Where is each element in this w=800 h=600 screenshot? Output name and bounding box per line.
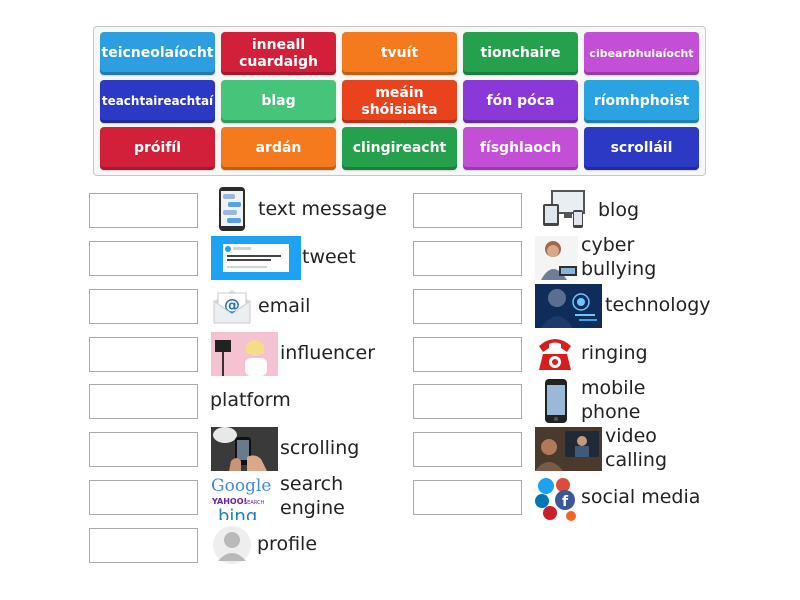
google-logo-text: Google xyxy=(211,476,271,496)
email-envelope-icon: @ xyxy=(212,287,252,325)
drop-box-search-engine[interactable] xyxy=(89,480,198,515)
drop-box-profile[interactable] xyxy=(89,528,198,563)
technology-photo-icon xyxy=(535,284,602,328)
label-ringing: ringing xyxy=(581,342,648,364)
phone-chat-icon xyxy=(215,186,249,232)
svg-text:@: @ xyxy=(224,295,240,314)
drop-box-cyber-bullying[interactable] xyxy=(413,241,522,276)
label-profile: profile xyxy=(257,533,318,555)
svg-text:f: f xyxy=(562,494,569,510)
label-blog: blog xyxy=(598,199,640,221)
label-video-calling: video calling xyxy=(605,425,668,471)
tile-proifil[interactable]: próifíl xyxy=(100,127,215,170)
tile-teicneolaiocht[interactable]: teicneolaíocht xyxy=(100,32,215,75)
tile-fon-poca[interactable]: fón póca xyxy=(463,80,578,123)
label-technology: technology xyxy=(605,294,711,316)
label-scrolling: scrolling xyxy=(280,437,360,459)
tile-clingireacht[interactable]: clingireacht xyxy=(342,127,457,170)
tile-blag[interactable]: blag xyxy=(221,80,336,123)
label-search-engine: search engine xyxy=(280,473,345,519)
drop-box-influencer[interactable] xyxy=(89,337,198,372)
tile-scrollail[interactable]: scrolláil xyxy=(584,127,699,170)
devices-icon xyxy=(541,186,589,230)
drop-box-tweet[interactable] xyxy=(89,241,198,276)
tile-inneall-cuardaigh[interactable]: inneall cuardaigh xyxy=(221,32,336,75)
tile-cibearbhulaiocht[interactable]: cibearbhulaíocht xyxy=(584,32,699,75)
drop-box-blog[interactable] xyxy=(413,193,522,228)
tile-teachtaireachtai[interactable]: teachtaireachtaí xyxy=(100,80,215,123)
answer-tile-tray: teicneolaíocht inneall cuardaigh tvuít t… xyxy=(93,26,706,176)
profile-avatar-icon xyxy=(213,525,251,565)
drop-box-video-calling[interactable] xyxy=(413,432,522,467)
label-social-media: social media xyxy=(581,486,701,508)
sad-person-icon xyxy=(535,236,578,280)
video-call-photo-icon xyxy=(535,427,602,471)
red-telephone-icon xyxy=(535,332,575,372)
bing-logo-text: bing xyxy=(218,506,257,520)
tile-tvuit[interactable]: tvuít xyxy=(342,32,457,75)
label-mobile-phone: mobile phone xyxy=(581,377,646,423)
tweet-screenshot-icon xyxy=(211,236,301,280)
label-email: email xyxy=(258,295,311,317)
tile-meain-shoisialta[interactable]: meáin shóisialta xyxy=(342,80,457,123)
drop-box-ringing[interactable] xyxy=(413,337,522,372)
scrolling-photo-icon xyxy=(211,427,278,471)
tile-tionchaire[interactable]: tionchaire xyxy=(463,32,578,75)
drop-box-mobile-phone[interactable] xyxy=(413,384,522,419)
yahoo-sub-text: SEARCH xyxy=(244,500,264,506)
label-platform: platform xyxy=(210,389,291,411)
drop-box-email[interactable] xyxy=(89,289,198,324)
label-text-message: text message xyxy=(258,198,387,220)
tile-riomhphoist[interactable]: ríomhphoist xyxy=(584,80,699,123)
mobile-phone-icon xyxy=(543,378,569,424)
tile-ardan[interactable]: ardán xyxy=(221,127,336,170)
drop-box-platform[interactable] xyxy=(89,384,198,419)
tile-fisghlaoch[interactable]: físghlaoch xyxy=(463,127,578,170)
search-engines-icon: Google YAHOO! SEARCH bing xyxy=(210,474,276,520)
yahoo-logo-text: YAHOO! xyxy=(211,497,247,506)
label-cyber-bullying: cyber bullying xyxy=(581,234,657,280)
drop-box-text-message[interactable] xyxy=(89,193,198,228)
drop-box-social-media[interactable] xyxy=(413,480,522,515)
influencer-photo-icon xyxy=(211,332,278,376)
drop-box-scrolling[interactable] xyxy=(89,432,198,467)
label-tweet: tweet xyxy=(302,246,356,268)
social-media-bubbles-icon: f xyxy=(534,476,580,522)
label-influencer: influencer xyxy=(280,342,376,364)
drop-box-technology[interactable] xyxy=(413,289,522,324)
